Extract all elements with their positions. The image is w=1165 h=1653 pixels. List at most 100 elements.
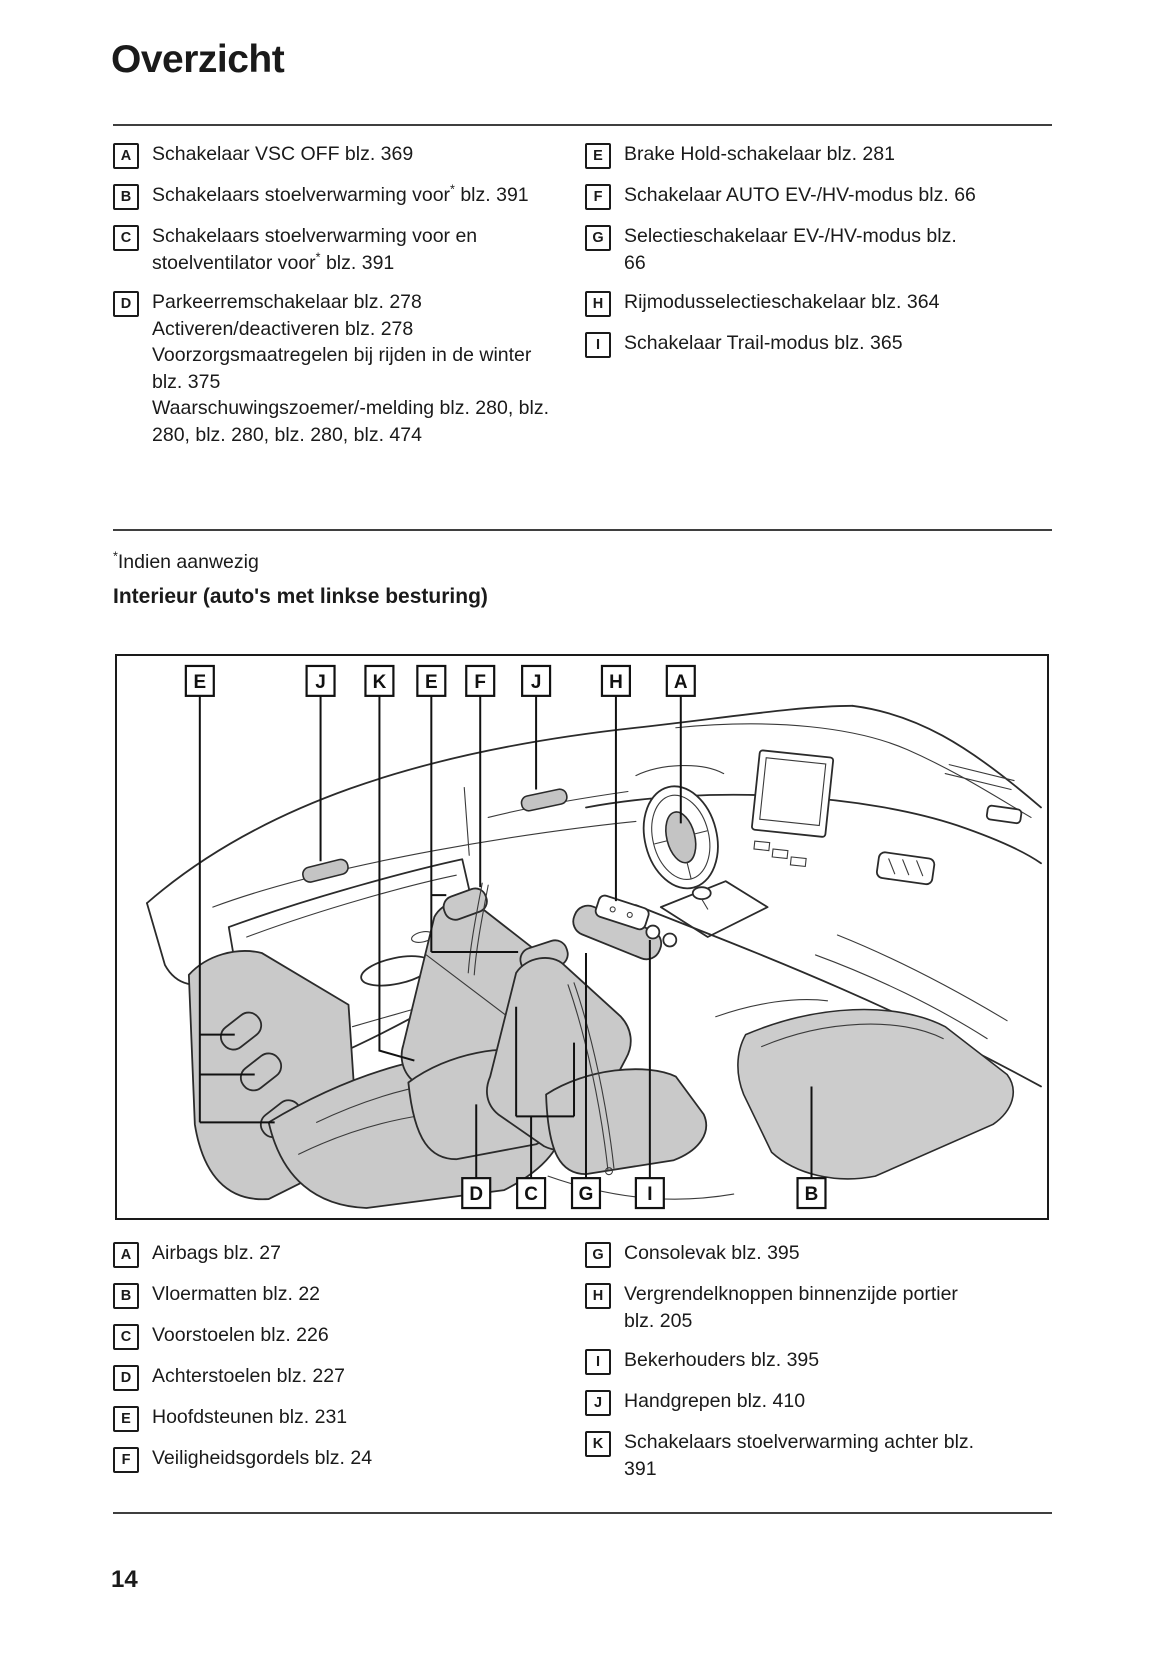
- rear-grab-handle: [302, 858, 349, 883]
- diagram-bottom-labels: D C G I B: [461, 1177, 827, 1210]
- diagram-top-labels: E J K E F J H A: [184, 664, 696, 697]
- seat-belt-pillar: [467, 882, 489, 976]
- center-console: [572, 880, 769, 961]
- divider-bottom: [113, 1512, 1052, 1514]
- legend-letter-box: C: [113, 1324, 139, 1350]
- legend-item-G: G Selectieschakelaar EV-/HV-modus blz. 66: [585, 223, 1052, 276]
- interior-diagram: E J K E F J H A: [115, 654, 1049, 1220]
- legend-item-text: Schakelaars stoelverwarming voor en stoe…: [152, 225, 478, 274]
- legend-letter-box: A: [113, 143, 139, 169]
- legend-letter-box: A: [113, 1242, 139, 1268]
- legend-item-B: B Vloermatten blz. 22: [113, 1281, 585, 1309]
- diagram-label-letter: K: [373, 672, 387, 693]
- leader-lines: [198, 695, 813, 1179]
- legend-letter-box: J: [585, 1390, 611, 1416]
- diagram-label-G: G: [570, 1177, 602, 1210]
- air-vent: [875, 851, 936, 886]
- legend-item-text: Selectieschakelaar EV-/HV-modus blz. 66: [624, 225, 957, 274]
- divider-middle: [113, 529, 1052, 531]
- divider-top: [113, 124, 1052, 126]
- diagram-label-letter: H: [609, 672, 623, 693]
- diagram-label-A: A: [665, 664, 696, 697]
- legend-letter-box: K: [585, 1431, 611, 1457]
- interior-legend-list: A Airbags blz. 27 B Vloermatten blz. 22 C Voo…: [113, 1240, 1052, 1495]
- legend-letter-box: C: [113, 225, 139, 251]
- legend-item-F: F Schakelaar AUTO EV-/HV-modus blz. 66: [585, 182, 1052, 210]
- page-title: Overzicht: [111, 38, 285, 81]
- diagram-label-C: C: [516, 1177, 547, 1210]
- legend-item-D: D Achterstoelen blz. 227: [113, 1363, 585, 1391]
- legend-item-text: Vloermatten blz. 22: [152, 1283, 321, 1305]
- legend-item-text: Achterstoelen blz. 227: [152, 1365, 345, 1387]
- front-floor-mat: [715, 999, 1015, 1180]
- legend-item-text: Airbags blz. 27: [152, 1242, 281, 1264]
- car-interior-illustration: E J K E F J H A: [146, 664, 1042, 1210]
- diagram-label-J-1: J: [305, 664, 336, 697]
- door-lock-switch-panel: [594, 894, 650, 931]
- legend-letter-box: F: [585, 184, 611, 210]
- legend-item-I: I Schakelaar Trail-modus blz. 365: [585, 330, 1052, 358]
- legend-item-G: G Consolevak blz. 395: [585, 1240, 1052, 1268]
- legend-letter-box: H: [585, 1283, 611, 1309]
- diagram-label-E-2: E: [416, 664, 447, 697]
- legend-item-text: Hoofdsteunen blz. 231: [152, 1406, 348, 1428]
- front-grab-handle: [520, 788, 568, 812]
- legend-letter-box: B: [113, 1283, 139, 1309]
- legend-item-text: Voorstoelen blz. 226: [152, 1324, 329, 1346]
- legend-letter-box: H: [585, 291, 611, 317]
- legend-letter-box: D: [113, 291, 139, 317]
- diagram-label-letter: E: [425, 672, 438, 693]
- steering-wheel: [642, 785, 719, 890]
- diagram-label-letter: D: [469, 1184, 483, 1205]
- page-number: 14: [111, 1566, 138, 1593]
- legend-letter-box: D: [113, 1365, 139, 1391]
- diagram-label-I: I: [634, 1177, 665, 1210]
- legend-letter-box: G: [585, 1242, 611, 1268]
- legend-item-text: Schakelaar AUTO EV-/HV-modus blz. 66: [624, 184, 976, 206]
- legend-item-text: Schakelaars stoelverwarming voor* blz. 3…: [152, 182, 529, 206]
- touchscreen: [751, 749, 835, 838]
- legend-letter-box: E: [585, 143, 611, 169]
- legend-item-text: Schakelaar VSC OFF blz. 369: [152, 143, 414, 165]
- legend-item-text: Vergrendelknoppen binnenzijde portier bl…: [624, 1283, 958, 1332]
- legend-item-text: Rijmodusselectieschakelaar blz. 364: [624, 291, 940, 313]
- legend-item-H: H Vergrendelknoppen binnenzijde portier b…: [585, 1281, 1052, 1334]
- legend-item-A: A Airbags blz. 27: [113, 1240, 585, 1268]
- legend-letter-box: I: [585, 1349, 611, 1375]
- section-heading: Interieur (auto's met linkse besturing): [113, 585, 488, 608]
- legend-item-H: H Rijmodusselectieschakelaar blz. 364: [585, 289, 1052, 317]
- diagram-label-F: F: [465, 664, 496, 697]
- legend-item-text: Consolevak blz. 395: [624, 1242, 800, 1264]
- diagram-label-letter: A: [674, 672, 688, 693]
- diagram-label-letter: I: [647, 1184, 652, 1205]
- legend-item-F: F Veiligheidsgordels blz. 24: [113, 1445, 585, 1473]
- diagram-label-B: B: [796, 1177, 827, 1210]
- car-body-outline: [146, 704, 1042, 986]
- legend-item-text: Veiligheidsgordels blz. 24: [152, 1447, 373, 1469]
- legend-letter-box: F: [113, 1447, 139, 1473]
- legend-item-C: C Voorstoelen blz. 226: [113, 1322, 585, 1350]
- legend-item-C: C Schakelaars stoelverwarming voor en sto…: [113, 223, 585, 276]
- legend-column-left: A Airbags blz. 27 B Vloermatten blz. 22 C Voo…: [113, 1240, 585, 1495]
- diagram-label-J-2: J: [521, 664, 552, 697]
- diagram-label-H: H: [600, 664, 631, 697]
- legend-letter-box: I: [585, 332, 611, 358]
- diagram-label-letter: J: [531, 672, 542, 693]
- diagram-label-letter: C: [524, 1184, 538, 1205]
- legend-letter-box: G: [585, 225, 611, 251]
- legend-item-text: Schakelaar Trail-modus blz. 365: [624, 332, 903, 354]
- diagram-label-letter: B: [805, 1184, 819, 1205]
- diagram-label-letter: E: [193, 672, 206, 693]
- diagram-label-K: K: [364, 664, 395, 697]
